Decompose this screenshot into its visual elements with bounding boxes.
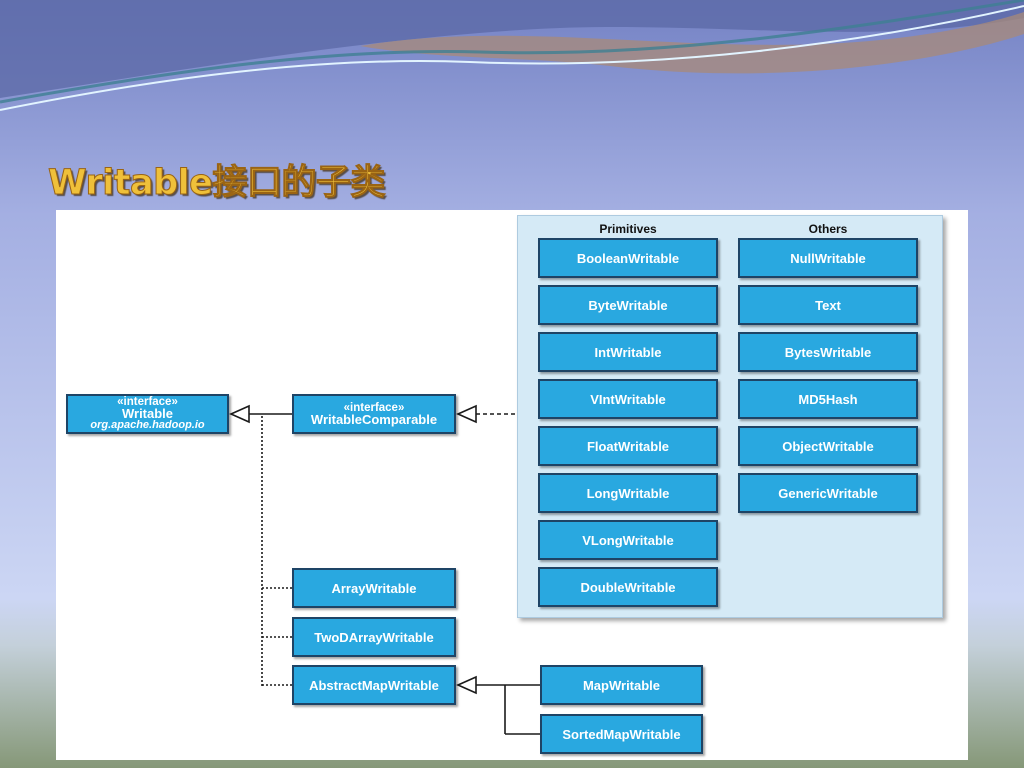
primitive-class-box: VIntWritable [538, 379, 718, 419]
primitive-class-box: IntWritable [538, 332, 718, 372]
writable-comparable-stereotype: «interface» [343, 401, 405, 414]
other-class-box: Text [738, 285, 918, 325]
top-wave-teal [0, 0, 1024, 104]
map-writable-box: MapWritable [540, 665, 703, 705]
writable-interface-box: «interface» Writable org.apache.hadoop.i… [66, 394, 229, 434]
writable-comparable-name: WritableComparable [310, 412, 438, 427]
primitives-header: Primitives [599, 222, 657, 236]
primitive-class-box: LongWritable [538, 473, 718, 513]
writable-stereotype: «interface» [117, 395, 178, 408]
writable-comparable-interface-box: «interface» WritableComparable [292, 394, 456, 434]
other-class-box: BytesWritable [738, 332, 918, 372]
primitive-class-box: FloatWritable [538, 426, 718, 466]
other-class-box: NullWritable [738, 238, 918, 278]
array-writable-box: ArrayWritable [292, 568, 456, 608]
primitive-class-box: ByteWritable [538, 285, 718, 325]
primitive-class-box: VLongWritable [538, 520, 718, 560]
primitive-class-box: BooleanWritable [538, 238, 718, 278]
other-class-box: ObjectWritable [738, 426, 918, 466]
other-class-box: GenericWritable [738, 473, 918, 513]
writable-name: Writable [121, 406, 174, 422]
other-class-box: MD5Hash [738, 379, 918, 419]
two-d-array-writable-box: TwoDArrayWritable [292, 617, 456, 657]
top-wave-bronze [360, 12, 1024, 74]
abstract-map-writable-box: AbstractMapWritable [292, 665, 456, 705]
sorted-map-writable-box: SortedMapWritable [540, 714, 703, 754]
top-wave-light [0, 5, 1024, 111]
writable-package: org.apache.hadoop.io [90, 418, 205, 431]
top-wave-dark [0, 0, 1024, 98]
others-header: Others [808, 222, 848, 236]
primitive-class-box: DoubleWritable [538, 567, 718, 607]
slide-title: Writable接口的子类 [48, 163, 386, 204]
